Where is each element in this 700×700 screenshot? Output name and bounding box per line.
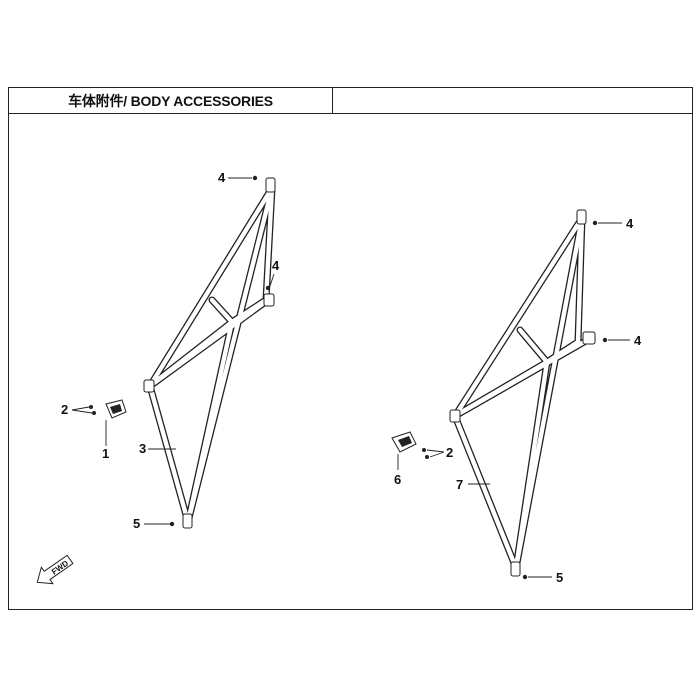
right-bottom-mount bbox=[510, 561, 521, 577]
right-bar-assembly: 4 4 2 6 7 5 bbox=[391, 209, 642, 585]
bolt-5 bbox=[169, 521, 175, 527]
bolt-4-top bbox=[252, 175, 258, 181]
left-bar-assembly: 4 4 2 1 3 5 bbox=[61, 170, 280, 531]
bolt-4-mid bbox=[265, 285, 271, 291]
bolt-5-right bbox=[522, 574, 528, 580]
left-bottom-mount bbox=[182, 513, 193, 529]
callout-right-5: 5 bbox=[556, 570, 563, 585]
bracket-1 bbox=[105, 399, 127, 419]
left-frame-tubes bbox=[146, 184, 276, 526]
diagram-frame bbox=[8, 87, 693, 610]
bolt-4-right-mid bbox=[602, 337, 608, 343]
callout-right-4-mid: 4 bbox=[634, 333, 642, 348]
callout-right-4-top: 4 bbox=[626, 216, 634, 231]
left-mid-mount bbox=[263, 293, 275, 307]
callout-left-1: 1 bbox=[102, 446, 109, 461]
callout-left-5: 5 bbox=[133, 516, 140, 531]
bolt-2d bbox=[425, 455, 429, 459]
bolt-2c bbox=[422, 448, 426, 452]
right-frame-tubes bbox=[451, 214, 595, 572]
bolt-2b bbox=[92, 411, 96, 415]
callout-left-2: 2 bbox=[61, 402, 68, 417]
title-box: 车体附件/ BODY ACCESSORIES bbox=[8, 87, 333, 114]
callout-left-3: 3 bbox=[139, 441, 146, 456]
callout-right-6: 6 bbox=[394, 472, 401, 487]
left-top-mount bbox=[265, 177, 276, 193]
callout-right-7: 7 bbox=[456, 477, 463, 492]
left-lower-mount bbox=[143, 379, 155, 393]
fwd-arrow-icon: FWD bbox=[36, 554, 74, 585]
bolt-2a bbox=[89, 405, 93, 409]
bolt-4-right-top bbox=[592, 220, 598, 226]
right-mid-mount bbox=[582, 331, 596, 345]
callout-left-4-top: 4 bbox=[218, 170, 226, 185]
title-divider bbox=[8, 113, 693, 114]
right-top-mount bbox=[576, 209, 587, 225]
bracket-6 bbox=[391, 431, 417, 453]
page-title: 车体附件/ BODY ACCESSORIES bbox=[68, 92, 273, 109]
right-lower-mount bbox=[449, 409, 461, 423]
callout-left-4-mid: 4 bbox=[272, 258, 280, 273]
callout-right-2: 2 bbox=[446, 445, 453, 460]
